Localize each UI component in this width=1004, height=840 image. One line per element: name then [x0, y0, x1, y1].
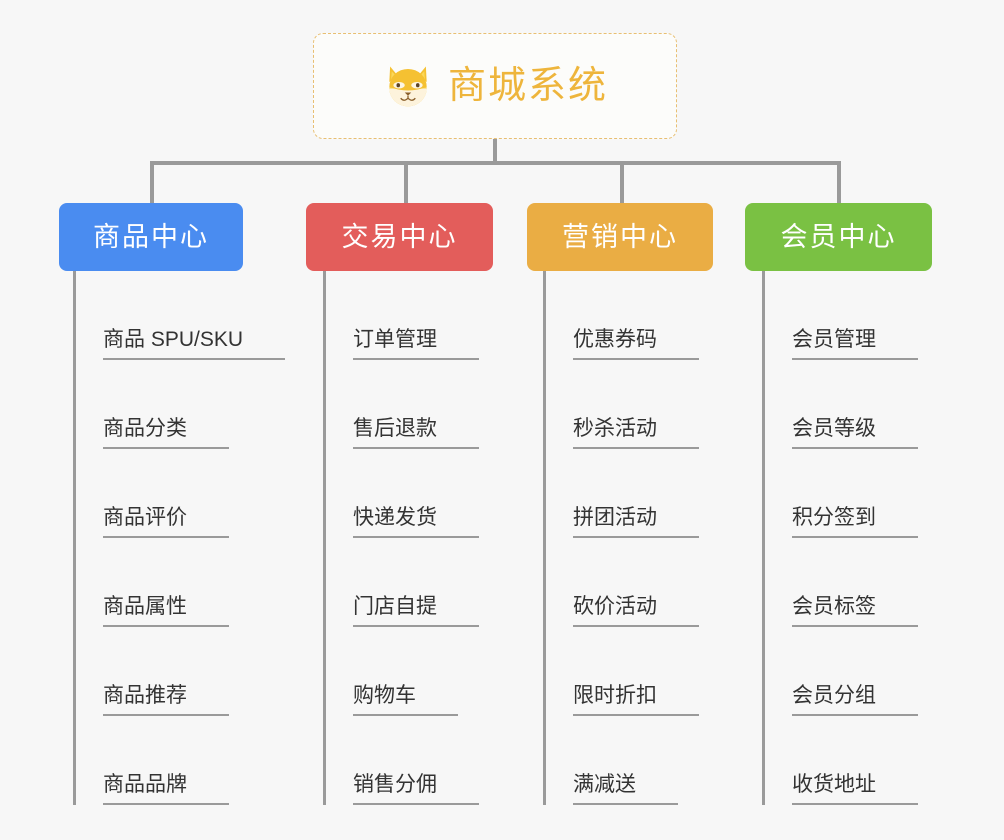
leaf-item[interactable]: 商品评价 [73, 449, 285, 538]
leaf-item-label: 销售分佣 [353, 774, 479, 805]
leaf-item[interactable]: 商品推荐 [73, 627, 285, 716]
leaf-item[interactable]: 满减送 [543, 716, 699, 805]
leaf-item-label: 商品 SPU/SKU [103, 329, 286, 360]
leaf-item[interactable]: 秒杀活动 [543, 360, 699, 449]
connector-drop-1 [150, 161, 154, 203]
leaf-item[interactable]: 会员分组 [762, 627, 918, 716]
leaf-item-label: 会员标签 [792, 596, 918, 627]
leaf-item-label: 收货地址 [792, 774, 918, 805]
leaf-stem [543, 271, 546, 805]
leaf-item-label: 商品属性 [103, 596, 229, 627]
leaf-stem [73, 271, 76, 805]
leaf-item[interactable]: 拼团活动 [543, 449, 699, 538]
leaf-item[interactable]: 商品属性 [73, 538, 285, 627]
leaf-item-label: 快递发货 [353, 507, 479, 538]
leaf-item-label: 订单管理 [353, 329, 479, 360]
connector-bus [150, 161, 840, 165]
leaf-item-label: 限时折扣 [573, 685, 699, 716]
leaf-item-label: 商品品牌 [103, 774, 229, 805]
leaf-item-label: 购物车 [353, 685, 458, 716]
leaf-item-label: 会员分组 [792, 685, 918, 716]
root-title: 商城系统 [447, 65, 608, 107]
leaf-item[interactable]: 积分签到 [762, 449, 918, 538]
category-label: 营销中心 [562, 221, 678, 252]
leaf-item-label: 会员管理 [792, 329, 918, 360]
category-box-1[interactable]: 商品中心 [59, 203, 243, 271]
leaf-item-label: 门店自提 [353, 596, 479, 627]
connector-trunk [493, 139, 497, 163]
leaf-item[interactable]: 商品 SPU/SKU [73, 271, 286, 360]
category-label: 商品中心 [93, 221, 209, 252]
shiba-dog-face-icon [389, 66, 427, 107]
leaf-item-label: 积分签到 [792, 507, 918, 538]
category-label: 会员中心 [780, 221, 897, 252]
leaf-item[interactable]: 快递发货 [323, 449, 479, 538]
leaf-item[interactable]: 会员等级 [762, 360, 918, 449]
leaf-item[interactable]: 订单管理 [323, 271, 479, 360]
leaf-item-label: 商品推荐 [103, 685, 229, 716]
leaf-item[interactable]: 商品品牌 [73, 716, 285, 805]
leaf-item-label: 满减送 [573, 774, 678, 805]
leaf-item[interactable]: 收货地址 [762, 716, 918, 805]
leaf-item[interactable]: 购物车 [323, 627, 479, 716]
leaf-item-label: 商品评价 [103, 507, 229, 538]
connector-drop-2 [404, 161, 408, 203]
connector-drop-3 [620, 161, 624, 203]
root-node[interactable]: 商城系统 [313, 33, 677, 139]
leaf-column-1: 商品 SPU/SKU 商品分类商品评价商品属性商品推荐商品品牌 [73, 271, 286, 805]
leaf-item[interactable]: 会员管理 [762, 271, 918, 360]
category-box-4[interactable]: 会员中心 [745, 203, 932, 271]
category-box-2[interactable]: 交易中心 [306, 203, 493, 271]
leaf-item-label: 商品分类 [103, 418, 229, 449]
leaf-item-label: 砍价活动 [573, 596, 699, 627]
leaf-item[interactable]: 商品分类 [73, 360, 285, 449]
leaf-item[interactable]: 会员标签 [762, 538, 918, 627]
leaf-item[interactable]: 优惠券码 [543, 271, 699, 360]
leaf-stem [762, 271, 765, 805]
leaf-item[interactable]: 限时折扣 [543, 627, 699, 716]
leaf-item-label: 秒杀活动 [573, 418, 699, 449]
leaf-item[interactable]: 销售分佣 [323, 716, 479, 805]
leaf-item-label: 售后退款 [353, 418, 479, 449]
leaf-item-label: 优惠券码 [573, 329, 699, 360]
leaf-item-label: 拼团活动 [573, 507, 699, 538]
leaf-item-label: 会员等级 [792, 418, 918, 449]
leaf-item[interactable]: 售后退款 [323, 360, 479, 449]
leaf-column-2: 订单管理售后退款快递发货门店自提购物车销售分佣 [323, 271, 479, 805]
leaf-item[interactable]: 砍价活动 [543, 538, 699, 627]
category-box-3[interactable]: 营销中心 [527, 203, 713, 271]
leaf-item[interactable]: 门店自提 [323, 538, 479, 627]
leaf-column-3: 优惠券码秒杀活动拼团活动砍价活动限时折扣满减送 [543, 271, 699, 805]
category-label: 交易中心 [341, 221, 458, 252]
connector-drop-4 [837, 161, 841, 203]
leaf-column-4: 会员管理会员等级积分签到会员标签会员分组收货地址 [762, 271, 918, 805]
leaf-stem [323, 271, 326, 805]
